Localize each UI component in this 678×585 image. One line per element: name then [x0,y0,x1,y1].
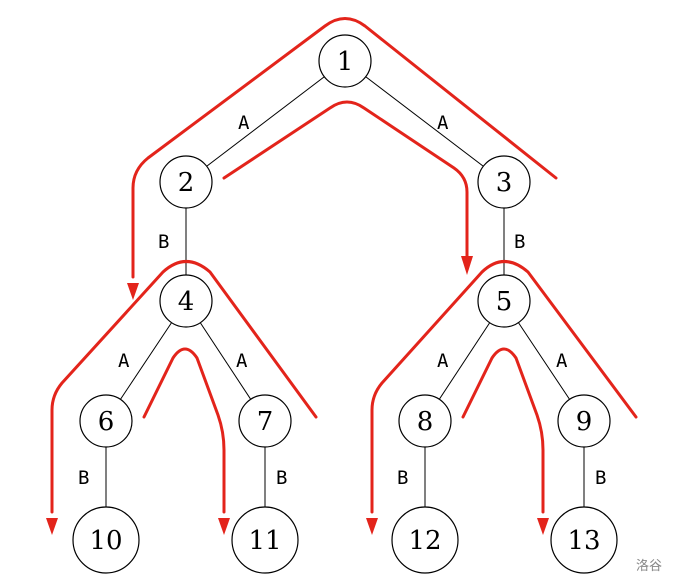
edge-label-9-13: B [595,467,606,489]
node-label-10: 10 [89,526,122,556]
edge-label-1-3: A [437,112,449,134]
node-label-2: 2 [178,168,195,198]
node-13: 13 [550,506,618,574]
node-9: 9 [557,394,611,448]
edge-label-2-4: B [158,231,169,253]
edge-label-3-5: B [514,231,525,253]
left-sub-outer [50,260,318,514]
node-11: 11 [231,506,299,574]
node-label-9: 9 [576,407,593,437]
node-label-11: 11 [248,526,281,556]
node-4: 4 [159,274,213,328]
node-label-3: 3 [496,168,513,198]
arrowhead-outer [127,283,139,300]
node-5: 5 [477,274,531,328]
right-sub-outer [370,260,638,514]
nodes: 1 2 3 4 5 6 7 8 [72,34,618,574]
node-6: 6 [79,394,133,448]
node-label-8: 8 [417,407,434,437]
node-10: 10 [72,506,140,574]
node-8: 8 [398,394,452,448]
traversal-paths [46,17,638,535]
edge-label-4-7: A [236,350,248,372]
edge-label-8-12: B [397,467,408,489]
edge-labels: A A B B A A A A B B B B [78,112,606,489]
arrowhead-right-outer [366,518,378,535]
node-label-12: 12 [408,526,441,556]
edge-label-5-8: A [437,350,449,372]
node-label-1: 1 [337,47,354,77]
node-label-6: 6 [98,407,115,437]
node-2: 2 [159,155,213,209]
node-label-5: 5 [496,287,513,317]
edge-1-3 [344,60,505,183]
node-12: 12 [391,506,459,574]
edge-label-5-9: A [556,350,568,372]
node-label-7: 7 [257,407,274,437]
left-sub-inner [142,347,226,514]
edge-label-6-10: B [78,467,89,489]
node-3: 3 [477,155,531,209]
node-label-4: 4 [178,287,195,317]
arrowhead-left-outer [46,518,58,535]
watermark: 洛谷 [636,559,662,574]
arrowhead-right-inner [537,518,549,535]
right-sub-inner [461,347,545,514]
edge-1-2 [185,60,346,183]
arrowhead-inner-top [461,256,473,275]
node-7: 7 [238,394,292,448]
outer-path [131,17,558,279]
arrowhead-left-inner [218,518,230,535]
edge-label-1-2: A [238,112,250,134]
edge-label-7-11: B [276,467,287,489]
node-1: 1 [318,34,372,88]
inner-path-top [222,100,469,258]
edge-label-4-6: A [118,350,130,372]
node-label-13: 13 [567,526,600,556]
